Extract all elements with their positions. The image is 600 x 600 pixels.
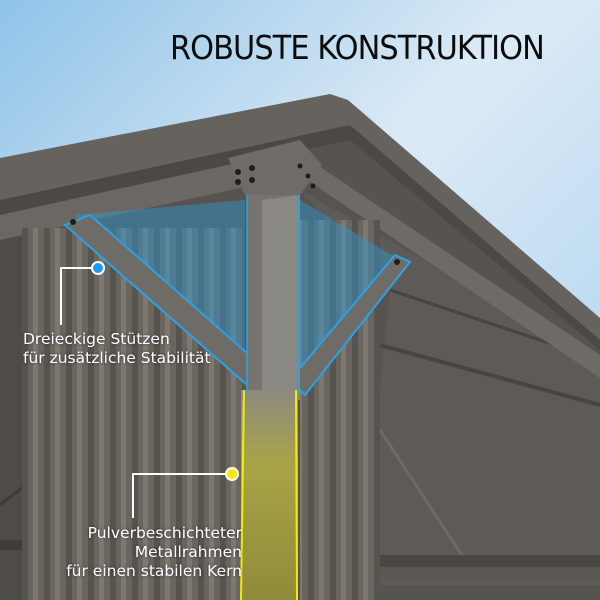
callout-line: für zusätzliche Stabilität bbox=[23, 349, 211, 367]
beam-right bbox=[295, 150, 600, 378]
beam-left bbox=[0, 150, 300, 240]
callout-line: Dreieckige Stützen bbox=[23, 330, 170, 348]
callout-triangle-braces: Dreieckige Stützen für zusätzliche Stabi… bbox=[23, 330, 211, 368]
page-title: ROBUSTE KONSTRUKTION bbox=[170, 28, 545, 67]
callout-leader-2 bbox=[132, 467, 239, 518]
callout-leader-1 bbox=[60, 261, 105, 325]
callout-marker-yellow bbox=[225, 467, 239, 481]
metal-frame-post bbox=[241, 390, 298, 600]
callout-marker-blue bbox=[91, 261, 105, 275]
curtain-right bbox=[300, 220, 380, 600]
callout-metal-frame: Pulverbeschichteter Metallrahmen für ein… bbox=[66, 524, 242, 581]
callout-line: Pulverbeschichteter bbox=[87, 524, 242, 542]
callout-line: für einen stabilen Kern bbox=[66, 562, 242, 580]
roof-edge bbox=[0, 94, 600, 345]
curtain-left bbox=[22, 228, 247, 600]
callout-line: Metallrahmen bbox=[134, 543, 242, 561]
